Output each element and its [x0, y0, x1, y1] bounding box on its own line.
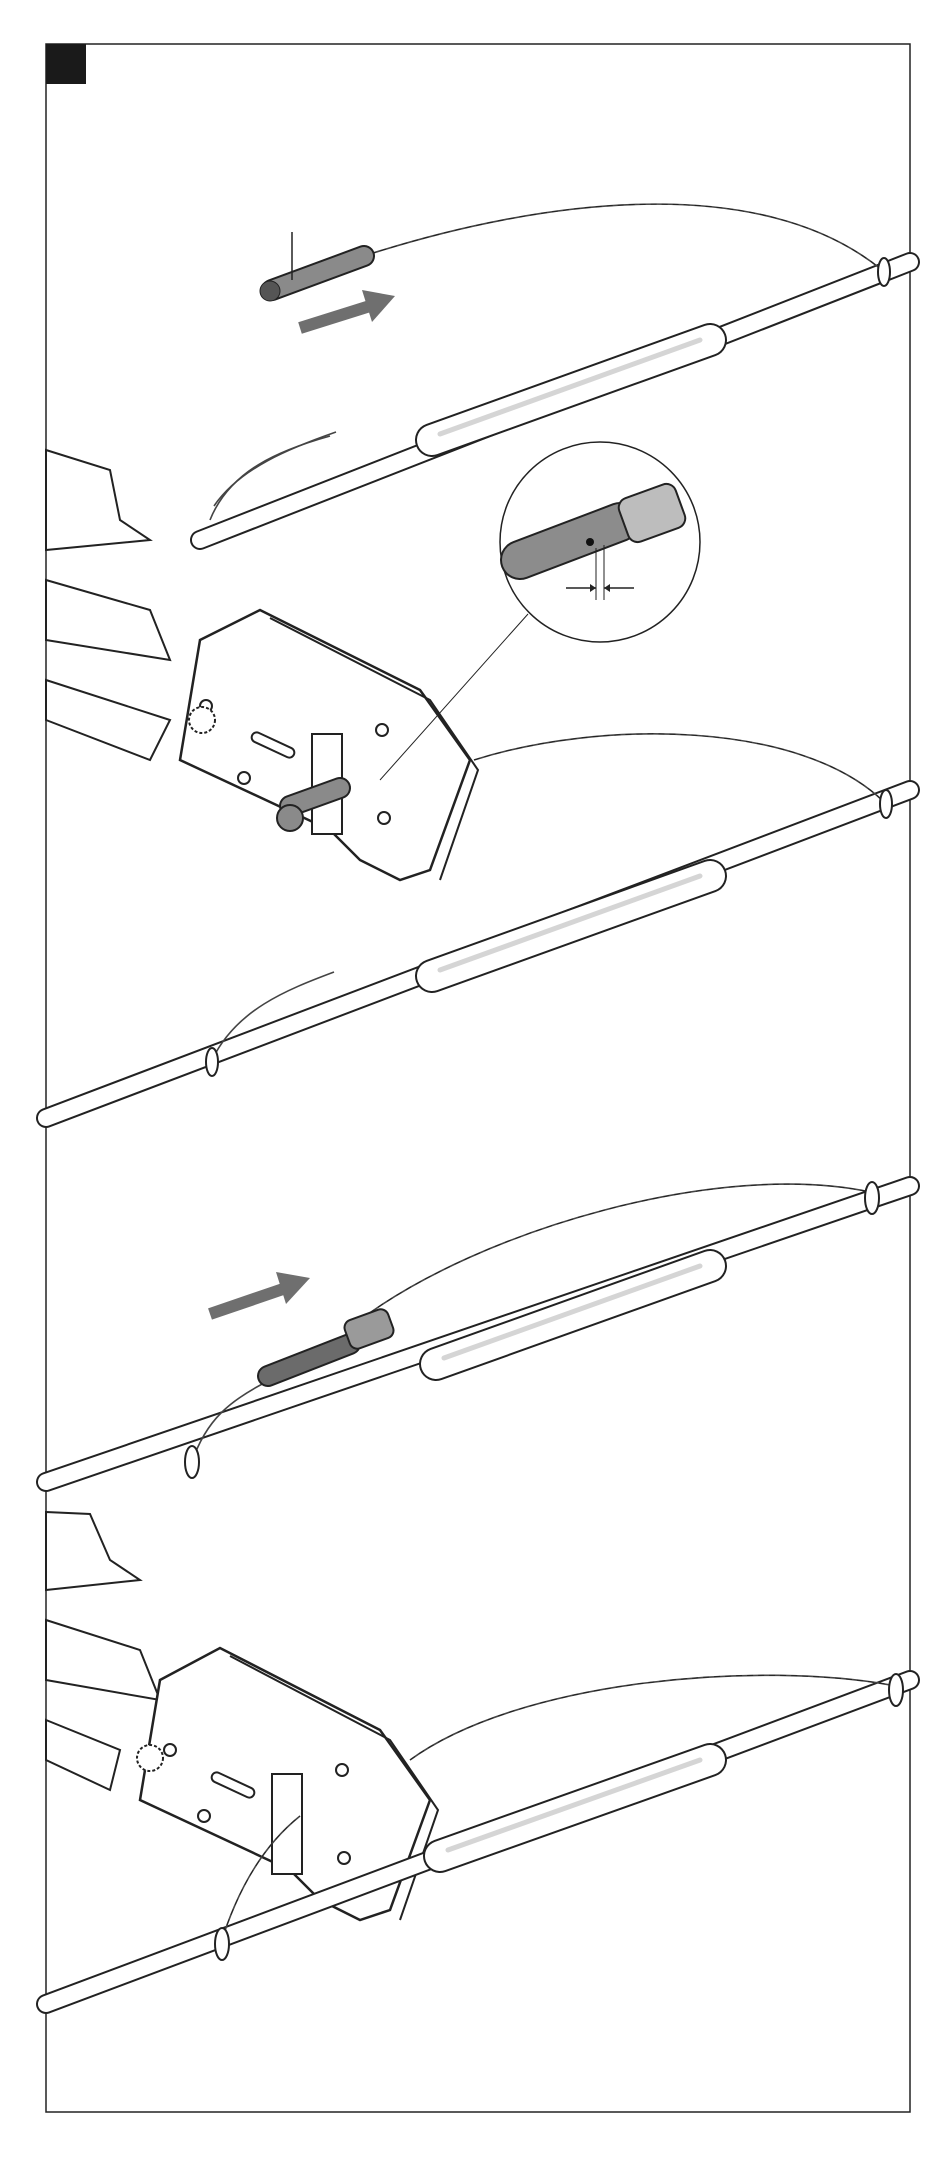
panel-2 — [46, 1182, 910, 1482]
right-up-arrow — [300, 290, 395, 328]
cable-sleeve — [432, 340, 710, 440]
ferrule — [260, 232, 364, 301]
right-up-arrow — [210, 1272, 310, 1314]
gear-icon — [189, 707, 215, 733]
step-marker — [46, 44, 86, 84]
cable-sleeve — [432, 876, 710, 976]
gear-icon — [137, 1745, 163, 1771]
panel-1 — [46, 204, 910, 1118]
crimping-pliers — [46, 1512, 438, 1920]
cable-sleeve — [440, 1760, 710, 1856]
panel-3 — [46, 1512, 910, 2004]
cable-sleeve — [436, 1266, 710, 1364]
